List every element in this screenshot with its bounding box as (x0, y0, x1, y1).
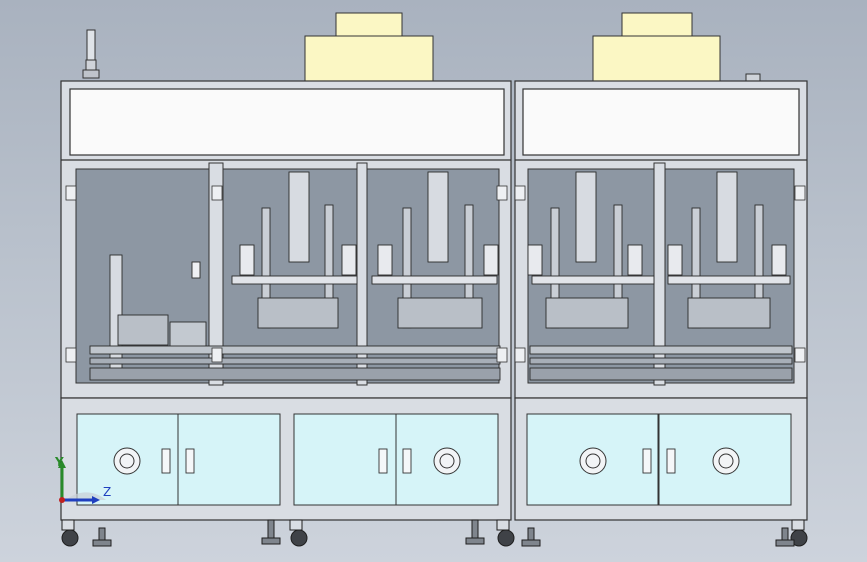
door-handles (161, 448, 676, 474)
coordinate-triad-icon (58, 460, 106, 504)
axis-z-label: Z (103, 485, 112, 499)
axis-y-label: Y (55, 455, 64, 469)
top-hood-left (304, 12, 434, 83)
top-hood-right (592, 12, 721, 83)
leveling-feet (92, 519, 795, 547)
casters (61, 519, 808, 547)
cabinet-doors (76, 413, 792, 506)
conveyor-rails (89, 345, 793, 381)
station-internals (109, 171, 791, 376)
vent-fans (113, 447, 740, 475)
signal-tower-light (82, 29, 100, 79)
door-hinges (65, 185, 806, 363)
